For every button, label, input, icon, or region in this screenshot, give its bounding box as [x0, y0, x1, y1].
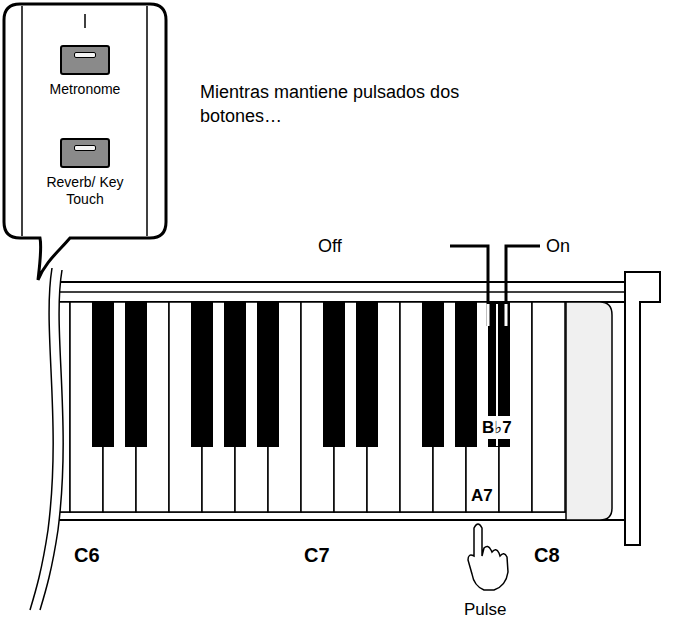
black-key [191, 302, 213, 447]
black-key [224, 302, 246, 447]
black-key [422, 302, 444, 447]
pressing-hand [468, 524, 508, 590]
button-cap [60, 45, 110, 75]
black-key [92, 302, 114, 447]
black-key [125, 302, 147, 447]
bracket-inside-key [488, 304, 506, 326]
octave-label: C8 [534, 542, 560, 569]
action-label: Pulse [464, 598, 507, 621]
black-key [455, 302, 477, 447]
callout-bubble [4, 4, 166, 280]
instruction-note: Mientras mantiene pulsados dos botones… [200, 80, 500, 128]
octave-label: C7 [304, 542, 330, 569]
black-key [323, 302, 345, 447]
end-cap [566, 302, 612, 520]
keyboard [4, 282, 625, 520]
on-bracket [506, 246, 540, 326]
off-bracket [450, 246, 488, 326]
panel-button: Reverb/ Key Touch [35, 138, 135, 208]
button-cap [60, 138, 110, 168]
button-label: Metronome [35, 81, 135, 98]
key-name: B♭7 [480, 416, 514, 439]
side-cheek [625, 272, 660, 545]
panel-tick [84, 14, 86, 28]
black-key [356, 302, 378, 447]
octave-label: C6 [74, 542, 100, 569]
break-line [30, 268, 53, 610]
white-key [37, 302, 70, 512]
key-name: A7 [471, 484, 493, 507]
black-key [257, 302, 279, 447]
panel-button: Metronome [35, 45, 135, 98]
black-key [26, 302, 48, 447]
state-label: On [546, 234, 570, 258]
white-key [532, 302, 565, 512]
state-label: Off [318, 234, 342, 258]
white-key [4, 302, 37, 512]
button-label: Reverb/ Key Touch [35, 174, 135, 208]
